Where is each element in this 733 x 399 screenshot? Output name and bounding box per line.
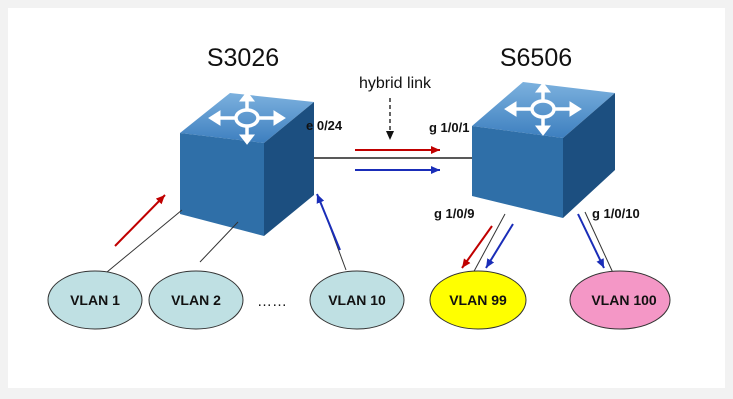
vlan1-label: VLAN 1 <box>70 292 120 308</box>
switch-top-face <box>472 82 615 138</box>
vlan10-label: VLAN 10 <box>328 292 386 308</box>
vlan99-link-line <box>471 213 506 276</box>
switch-front-face <box>472 126 563 218</box>
vlan100-link-line <box>584 211 615 276</box>
vlan100-arrow-blue <box>577 213 605 269</box>
port-e0-24-label: e 0/24 <box>306 118 343 133</box>
port-g1-0-1-label: g 1/0/1 <box>429 120 469 135</box>
vlan-ellipsis: …… <box>257 293 287 310</box>
vlan99-node <box>429 270 527 330</box>
switch-side-face <box>264 102 314 236</box>
vlan1-node <box>47 270 143 330</box>
port-g1-0-9-label: g 1/0/9 <box>434 206 474 221</box>
diagram-background <box>8 8 725 388</box>
vlan100-node <box>569 270 671 330</box>
switch-arrows-icon <box>208 91 286 145</box>
switch-top-face <box>180 93 314 143</box>
vlan2-link-line <box>199 221 239 263</box>
port-g1-0-10-label: g 1/0/10 <box>592 206 640 221</box>
switch-arrows-icon <box>504 82 582 136</box>
vlan2-node <box>148 270 244 330</box>
switch-s3026-label: S3026 <box>207 44 279 72</box>
vlan99-arrow-red <box>461 225 493 269</box>
vlan10-arrow-blue <box>316 193 341 251</box>
switch-s6506-label: S6506 <box>500 44 572 72</box>
switch-side-face <box>563 93 615 218</box>
vlan10-node <box>309 270 405 330</box>
switch-s3026 <box>180 91 314 236</box>
vlan99-arrow-blue <box>485 223 514 269</box>
vlan1-arrow-red <box>114 194 166 247</box>
vlan1-link-line <box>106 209 183 273</box>
vlan99-label: VLAN 99 <box>449 292 507 308</box>
switch-s6506 <box>472 82 615 218</box>
vlan100-label: VLAN 100 <box>591 292 657 308</box>
switch-front-face <box>180 133 264 236</box>
hybrid-link-label: hybrid link <box>359 75 432 92</box>
vlan2-label: VLAN 2 <box>171 292 221 308</box>
